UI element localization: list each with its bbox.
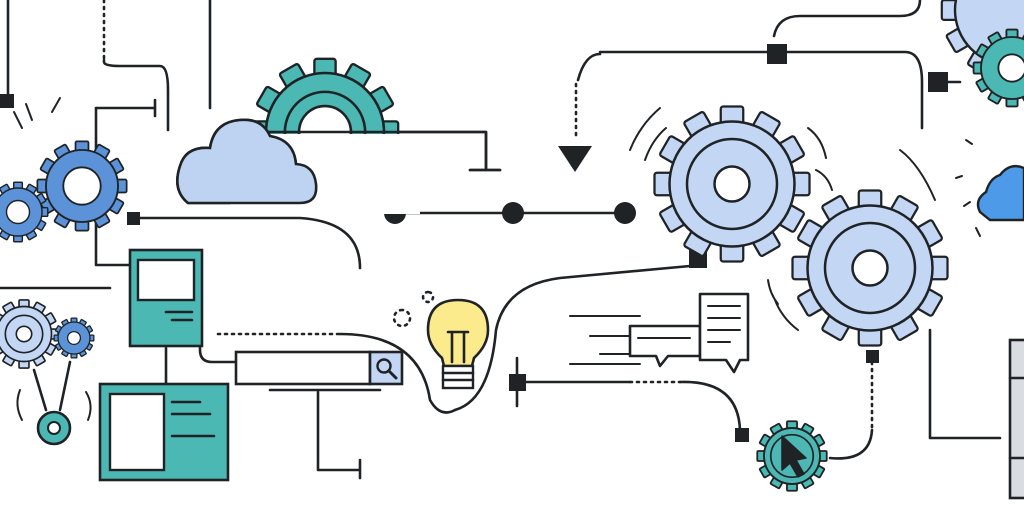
cursor-arrow-icon <box>781 435 807 478</box>
computer-monitor-icon <box>128 248 204 348</box>
gear-icon <box>36 140 128 232</box>
connector-node-icon <box>127 212 140 225</box>
gear-icon <box>0 181 49 243</box>
gear-icon <box>16 360 92 446</box>
connector-node-icon <box>735 428 749 442</box>
server-icon <box>1008 338 1024 500</box>
connector-nodes <box>0 44 948 442</box>
cloud-icon <box>976 164 1024 222</box>
chat-bubble-icon <box>628 324 702 368</box>
connector-lines <box>0 0 1002 480</box>
chat-bubble-icon <box>698 292 750 374</box>
gear-icon <box>791 189 949 347</box>
connector-node-icon <box>509 374 526 391</box>
gear-icon <box>0 299 59 369</box>
search-bar[interactable] <box>234 350 404 386</box>
connector-node-icon <box>928 72 948 92</box>
cloud-icon <box>176 118 318 205</box>
sparkle-marks <box>955 139 981 237</box>
search-button[interactable] <box>368 350 404 386</box>
connector-node-icon <box>866 350 879 363</box>
gear-icon <box>972 28 1024 108</box>
connector-node-icon <box>0 94 14 108</box>
lightbulb-icon <box>392 290 490 390</box>
gear-icon <box>653 105 811 263</box>
arrow-down-icon <box>558 146 592 172</box>
laptop-screen-icon <box>98 382 230 482</box>
search-icon <box>376 358 398 380</box>
process-dots <box>384 202 636 224</box>
gear-icon <box>53 317 95 359</box>
connector-node-icon <box>767 44 787 64</box>
